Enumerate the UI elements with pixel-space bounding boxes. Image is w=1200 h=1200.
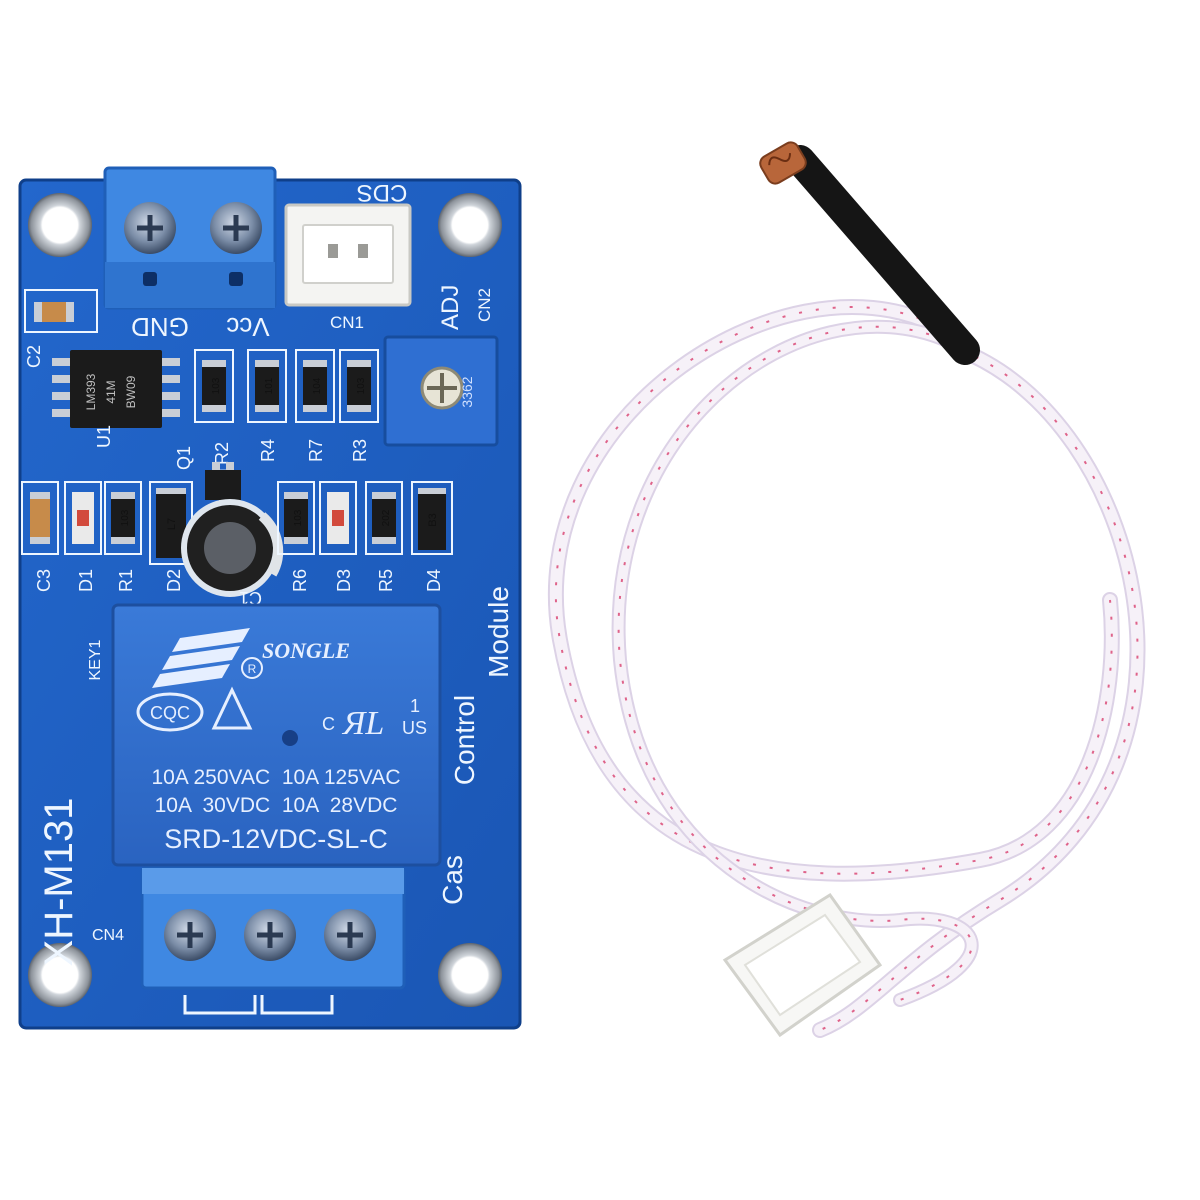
ul-mark: ЯL (341, 705, 384, 742)
pot-code: 3362 (459, 376, 475, 407)
adj-label: ADJ (437, 285, 464, 330)
warning-triangle (211, 686, 253, 730)
module-name: XH-M131 (37, 798, 81, 967)
mounting-hole (28, 193, 92, 257)
ic-marking-3: BW09 (124, 375, 138, 408)
resistor-code: 103 (293, 509, 304, 526)
svg-text:R: R (248, 662, 257, 676)
diode-code: L7 (166, 518, 178, 530)
resistor-code: 103 (356, 377, 367, 394)
resistor-code: 104 (312, 377, 323, 394)
ref-r6: R6 (290, 569, 310, 592)
cds-label: CDS (357, 179, 408, 206)
cqc-text: CQC (150, 703, 190, 723)
mounting-hole (28, 943, 92, 1007)
ref-c1: C1 (239, 588, 262, 608)
module-side-label: Module (483, 586, 514, 678)
ref-d1: D1 (76, 569, 96, 592)
cn2-label: CN2 (475, 288, 494, 322)
relay-brand: SONGLE (262, 638, 350, 663)
lm393-ic: LM393 41M BW09 (52, 350, 180, 428)
key1-label: KEY1 (87, 639, 104, 680)
capacitor-c2 (24, 289, 98, 333)
cqc-mark (136, 692, 204, 732)
ref-c2: C2 (24, 345, 44, 368)
cn1-label: CN1 (330, 313, 364, 332)
ref-d4: D4 (424, 569, 444, 592)
cas-side-label: Cas (437, 855, 468, 905)
ref-r5: R5 (376, 569, 396, 592)
vcc-label: Vcc (226, 312, 269, 342)
power-terminal-block (103, 166, 277, 310)
ref-r3: R3 (350, 439, 370, 462)
ref-d3: D3 (334, 569, 354, 592)
ic-marking-2: 41M (104, 380, 118, 403)
photoresistor-ldr (759, 141, 807, 185)
ref-r1: R1 (116, 569, 136, 592)
cn1-sensor-connector (284, 203, 412, 307)
relay-rating-2: 10A 30VDC 10A 28VDC (155, 794, 398, 817)
ref-r4: R4 (258, 439, 278, 462)
resistor-code: 202 (381, 509, 392, 526)
relay-module-board: CDS GND Vcc CN1 ADJ CN2 C2 LM393 41M BW0… (18, 166, 522, 1030)
ref-c3: C3 (34, 569, 54, 592)
heat-shrink-sleeve (785, 145, 980, 365)
photoresistor-cable (547, 141, 1146, 1038)
jst-plug (722, 892, 883, 1038)
mounting-hole (438, 193, 502, 257)
terminal-marking (183, 995, 334, 1015)
relay-songle: R SONGLE CQC C ЯL 1 US 10A 250VAC 10A 12… (111, 603, 442, 867)
ul-num: 1 (410, 696, 420, 716)
ref-q1: Q1 (174, 446, 194, 470)
relay-model: SRD-12VDC-SL-C (164, 824, 388, 854)
ref-u1: U1 (94, 425, 114, 448)
ul-c: C (322, 714, 335, 734)
ref-r7: R7 (306, 439, 326, 462)
ul-us: US (402, 718, 427, 738)
diode-code: B3 (427, 513, 439, 526)
resistor-array-top: 103 101 104 103 (194, 349, 379, 423)
resistor-code: 103 (211, 377, 222, 394)
cn4-label: CN4 (92, 927, 124, 944)
gnd-label: GND (131, 312, 189, 342)
resistor-code: 101 (264, 377, 275, 394)
ic-marking-1: LM393 (84, 373, 98, 410)
resistor-code: 103 (120, 509, 131, 526)
component-row-2: 103 L7 103 202 B3 (21, 481, 453, 597)
relay-output-terminal (140, 866, 406, 990)
control-side-label: Control (449, 695, 480, 785)
transistor-q1 (205, 462, 241, 508)
ref-d2: D2 (164, 569, 184, 592)
potentiometer-adj[interactable]: 3362 (383, 335, 499, 447)
mounting-hole (438, 943, 502, 1007)
relay-rating-1: 10A 250VAC 10A 125VAC (151, 766, 400, 789)
